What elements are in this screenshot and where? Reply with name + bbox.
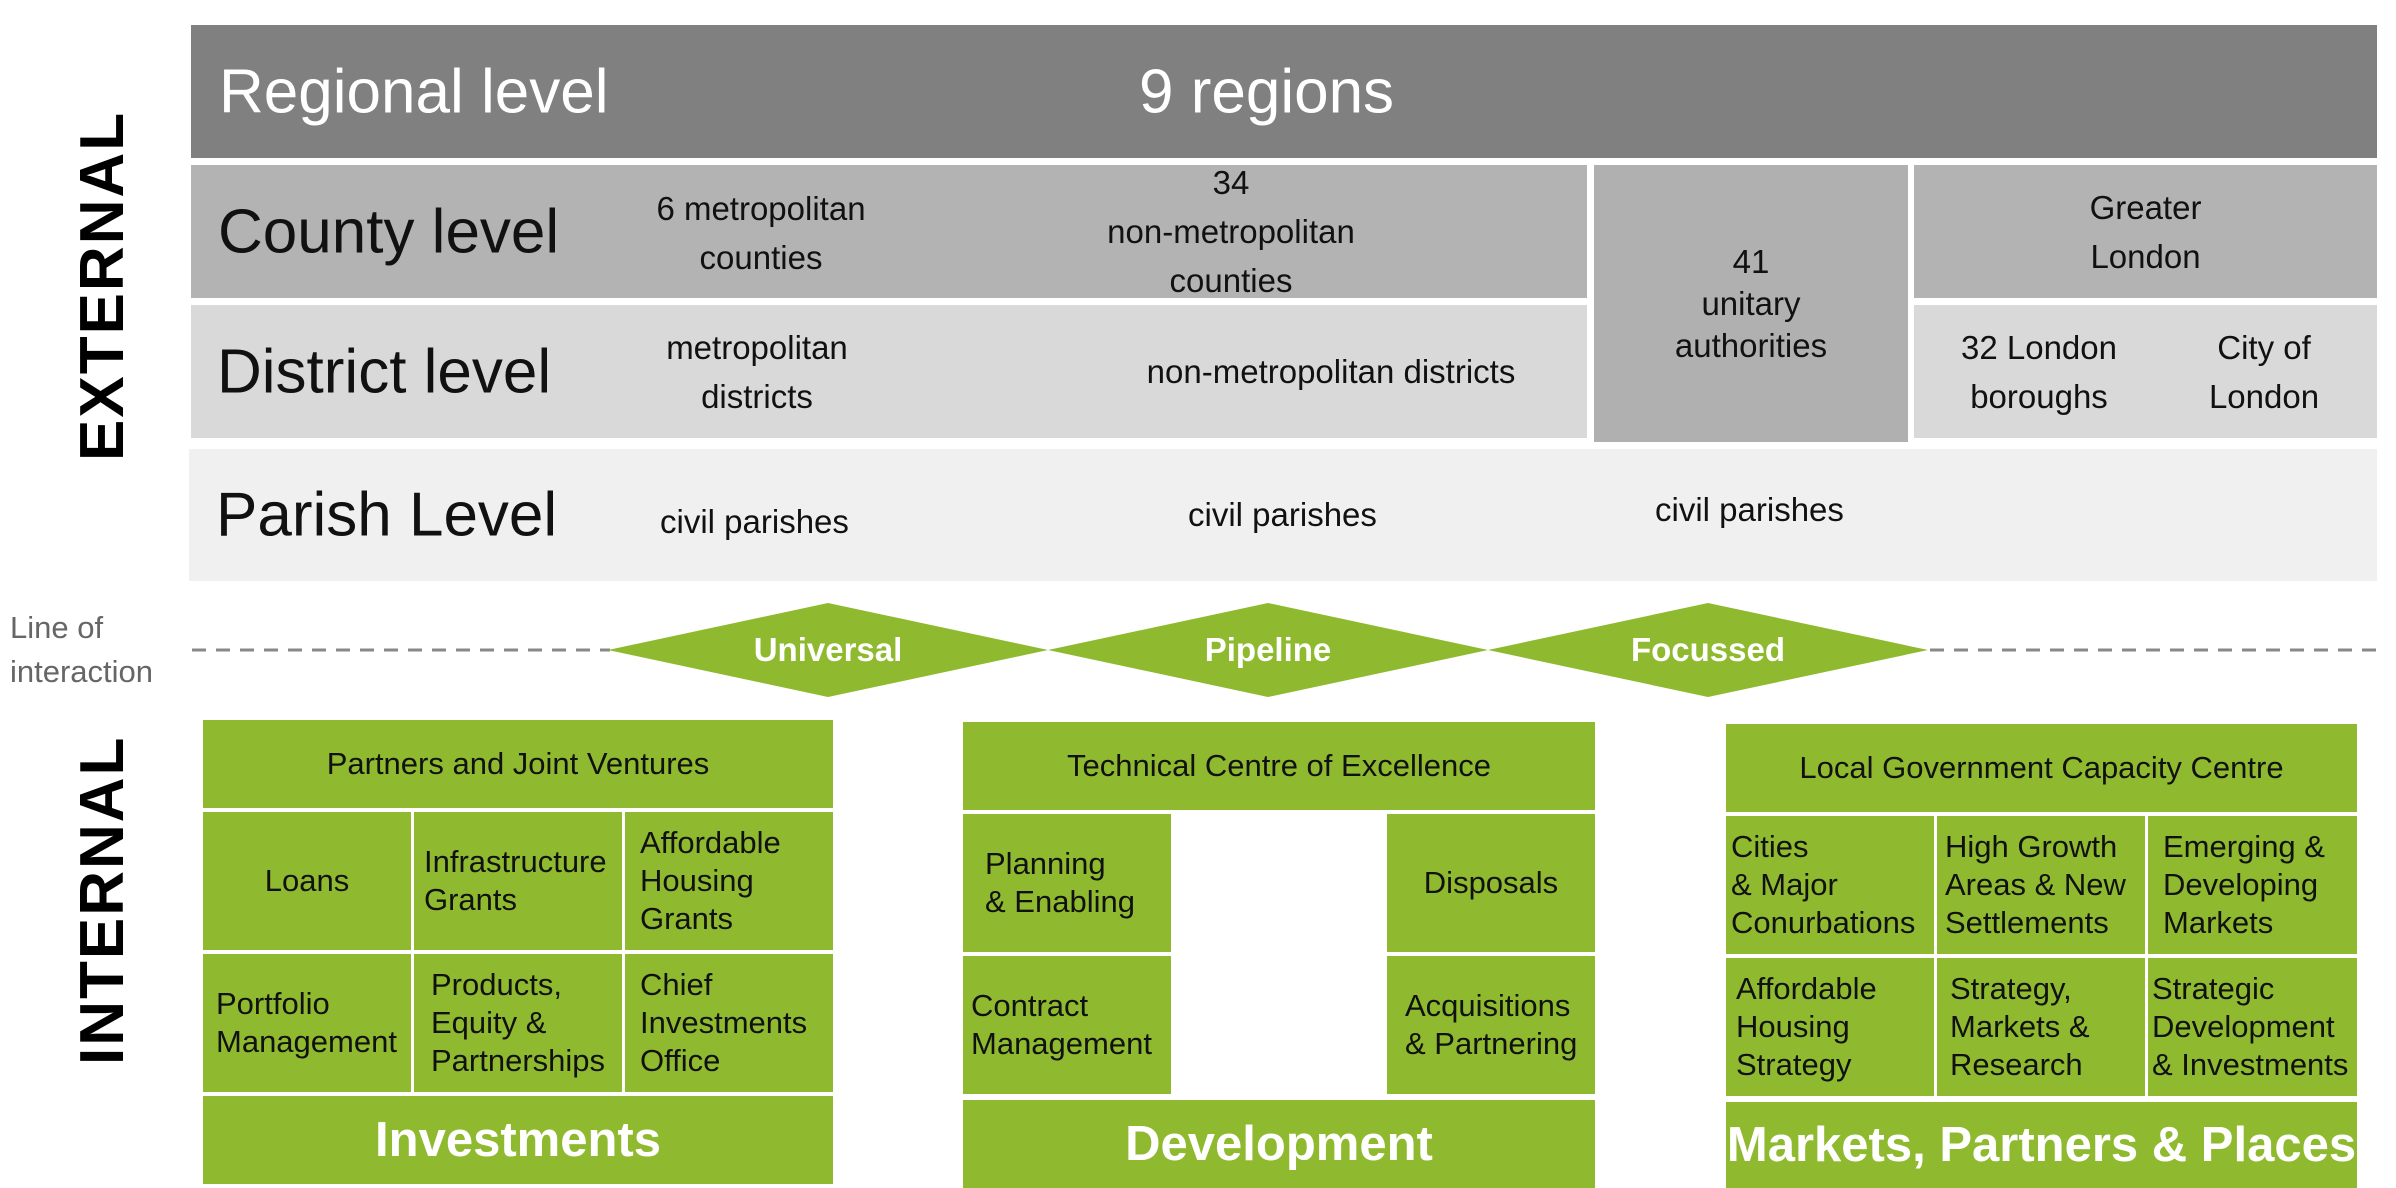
parish-col-1: civil parishes <box>660 503 849 540</box>
development-contract-management: Contract Management <box>963 956 1171 1094</box>
diamond-pipeline-label: Pipeline <box>1204 631 1332 668</box>
investments-loans: Loans <box>203 812 411 950</box>
investments-header: Partners and Joint Ventures <box>203 720 833 808</box>
district-level-row: District level metropolitan districts no… <box>191 305 1587 438</box>
parish-level-row: Parish Level civil parishes civil parish… <box>189 449 2377 581</box>
metropolitan-districts: metropolitan districts <box>666 329 848 415</box>
parish-col-2: civil parishes <box>1188 496 1377 533</box>
investments-chief-office: Chief Investments Office <box>625 954 833 1092</box>
markets-header: Local Government Capacity Centre <box>1726 724 2357 812</box>
regional-count: 9 regions <box>1139 57 1395 126</box>
investments-footer: Investments <box>203 1096 833 1184</box>
markets-affordable-housing-strategy: Affordable Housing Strategy <box>1726 958 1934 1096</box>
diamond-focussed <box>1488 603 1928 697</box>
markets-cities-conurbations: Cities & Major Conurbations <box>1726 816 1934 954</box>
london-boroughs: 32 London boroughs <box>1961 329 2117 415</box>
non-metropolitan-counties: 34 non-metropolitan counties <box>1107 164 1355 299</box>
markets-emerging-developing: Emerging & Developing Markets <box>2148 816 2357 954</box>
markets-footer: Markets, Partners & Places <box>1726 1102 2357 1188</box>
interaction-line-diagram <box>192 603 2377 697</box>
development-footer: Development <box>963 1100 1595 1188</box>
markets-strategy-research: Strategy, Markets & Research <box>1937 958 2145 1096</box>
parish-col-3: civil parishes <box>1655 491 1844 528</box>
development-header: Technical Centre of Excellence <box>963 722 1595 810</box>
investments-affordable-housing-grants: Affordable Housing Grants <box>625 812 833 950</box>
investments-infrastructure-grants: Infrastructure Grants <box>414 812 622 950</box>
regional-level-label: Regional level <box>219 57 609 126</box>
development-planning-enabling: Planning & Enabling <box>963 814 1171 952</box>
investments-products-equity: Products, Equity & Partnerships <box>414 954 622 1092</box>
internal-label: INTERNAL <box>68 735 137 1065</box>
city-of-london: City of London <box>2208 329 2320 415</box>
regional-level-row: Regional level 9 regions <box>191 25 2377 158</box>
line-of-interaction-label: Line of interaction <box>10 610 154 689</box>
diamond-focussed-label: Focussed <box>1630 631 1786 668</box>
unitary-authorities: 41 unitary authorities <box>1594 165 1908 442</box>
london-district-row: 32 London boroughs City of London <box>1914 305 2377 438</box>
diamond-pipeline <box>1048 603 1488 697</box>
investments-portfolio-management: Portfolio Management <box>203 954 411 1092</box>
diamond-universal-label: Universal <box>753 631 903 668</box>
external-label: EXTERNAL <box>68 110 137 461</box>
metropolitan-counties: 6 metropolitan counties <box>656 190 866 276</box>
markets-high-growth-areas: High Growth Areas & New Settlements <box>1937 816 2145 954</box>
county-level-row: County level 6 metropolitan counties 34 … <box>191 164 1587 299</box>
development-disposals: Disposals <box>1387 814 1595 952</box>
greater-london: Greater London <box>1914 165 2377 298</box>
diamond-universal <box>608 603 1048 697</box>
county-level-label: County level <box>218 197 560 266</box>
markets-strategic-development: Strategic Development & Investments <box>2148 958 2357 1096</box>
development-acquisitions-partnering: Acquisitions & Partnering <box>1387 956 1595 1094</box>
parish-level-label: Parish Level <box>216 480 558 550</box>
district-level-label: District level <box>217 337 552 406</box>
non-metropolitan-districts: non-metropolitan districts <box>1146 352 1516 390</box>
